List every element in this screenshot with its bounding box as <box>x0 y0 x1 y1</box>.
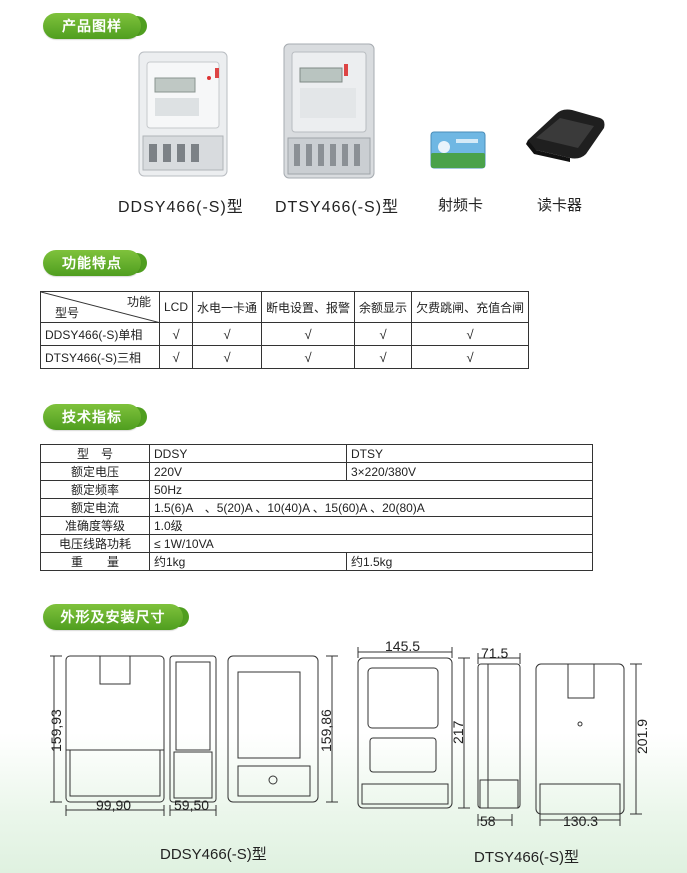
background-gradient <box>0 733 687 873</box>
dim-ddsy-height: 159,93 <box>48 709 64 752</box>
ddsy-dimension-drawing <box>50 655 338 816</box>
drawing-caption-dtsy: DTSY466(-S)型 <box>474 849 580 866</box>
table-row: 电压线路功耗 ≤ 1W/10VA <box>40 534 593 553</box>
spec-value-dtsy: 约1.5kg <box>346 552 593 571</box>
spec-value: 50Hz <box>149 480 593 499</box>
table-row: DTSY466(-S)三相 √ √ √ √ √ <box>40 345 530 369</box>
spec-value: 1.0级 <box>149 516 593 535</box>
single-phase-meter-photo <box>138 51 228 177</box>
dim-ddsy-depth: 59,50 <box>174 797 210 813</box>
check-mark: √ <box>354 345 413 369</box>
table-row: 额定电流 1.5(6)A 、5(20)A 、10(40)A 、15(60)A 、… <box>40 498 593 517</box>
feature-table: 功能 型号 LCD 水电一卡通 断电设置、报警 余额显示 欠费跳闸、充值合闸 D… <box>40 291 530 369</box>
product-caption-rf-card: 射频卡 <box>438 197 484 214</box>
dtsy-dimension-drawing <box>357 647 642 826</box>
table-row: 准确度等级 1.0级 <box>40 516 593 535</box>
dim-dtsy-back-width: 130.3 <box>563 813 599 829</box>
spec-label: 额定电流 <box>40 498 150 517</box>
feature-col-trip-recharge: 欠费跳闸、充值合闸 <box>411 291 530 323</box>
feature-col-lcd: LCD <box>158 291 194 323</box>
diagonal-line <box>41 292 161 323</box>
three-phase-meter-photo <box>283 43 375 179</box>
check-mark: √ <box>158 322 194 346</box>
corner-label-function: 功能 <box>126 295 151 309</box>
dim-dtsy-width: 145.5 <box>385 638 421 654</box>
spec-value-ddsy: 220V <box>149 462 347 481</box>
spec-value-dtsy: 3×220/380V <box>346 462 593 481</box>
table-row: 重 量 约1kg 约1.5kg <box>40 552 593 571</box>
feature-corner-cell: 功能 型号 <box>40 291 161 323</box>
feature-col-water-electric: 水电一卡通 <box>192 291 263 323</box>
table-row: DDSY466(-S)单相 √ √ √ √ √ <box>40 322 530 346</box>
check-mark: √ <box>261 322 356 346</box>
feature-col-balance: 余额显示 <box>354 291 413 323</box>
feature-model-ddsy: DDSY466(-S)单相 <box>40 322 160 346</box>
spec-value-dtsy: DTSY <box>346 444 593 463</box>
check-mark: √ <box>261 345 356 369</box>
section-title-features: 功能特点 <box>43 250 147 276</box>
spec-label: 额定电压 <box>40 462 150 481</box>
spec-value-ddsy: 约1kg <box>149 552 347 571</box>
spec-label: 额定频率 <box>40 480 150 499</box>
spec-table: 型 号 DDSY DTSY 额定电压 220V 3×220/380V 额定频率 … <box>40 444 593 571</box>
spec-label: 型 号 <box>40 444 150 463</box>
table-row: 额定频率 50Hz <box>40 480 593 499</box>
dim-ddsy-side-height: 159,86 <box>318 709 334 752</box>
spec-value-ddsy: DDSY <box>149 444 347 463</box>
feature-header-row: 功能 型号 LCD 水电一卡通 断电设置、报警 余额显示 欠费跳闸、充值合闸 <box>40 291 530 323</box>
dim-dtsy-depth-top: 71.5 <box>481 645 509 661</box>
section-title-dimensions: 外形及安装尺寸 <box>43 604 189 630</box>
check-mark: √ <box>158 345 194 369</box>
dim-ddsy-width: 99,90 <box>96 797 132 813</box>
dim-dtsy-back-height: 201.9 <box>634 718 650 754</box>
check-mark: √ <box>354 322 413 346</box>
dim-dtsy-height: 217 <box>450 720 466 744</box>
product-caption-ddsy: DDSY466(-S)型 <box>118 199 244 216</box>
check-mark: √ <box>192 322 263 346</box>
card-reader-photo <box>526 109 605 162</box>
spec-value: ≤ 1W/10VA <box>149 534 593 553</box>
dim-dtsy-depth: 58 <box>480 813 496 829</box>
section-title-product-images: 产品图样 <box>43 13 147 39</box>
table-row: 型 号 DDSY DTSY <box>40 444 593 463</box>
section-title-specs: 技术指标 <box>43 404 147 430</box>
check-mark: √ <box>411 345 530 369</box>
rf-card-photo <box>430 131 486 169</box>
feature-col-cutoff-alarm: 断电设置、报警 <box>261 291 356 323</box>
spec-label: 准确度等级 <box>40 516 150 535</box>
product-caption-dtsy: DTSY466(-S)型 <box>275 199 400 216</box>
table-row: 额定电压 220V 3×220/380V <box>40 462 593 481</box>
spec-label: 电压线路功耗 <box>40 534 150 553</box>
spec-label: 重 量 <box>40 552 150 571</box>
spec-value: 1.5(6)A 、5(20)A 、10(40)A 、15(60)A 、20(80… <box>149 498 593 517</box>
drawing-caption-ddsy: DDSY466(-S)型 <box>160 846 267 863</box>
corner-label-model: 型号 <box>55 306 80 320</box>
check-mark: √ <box>192 345 263 369</box>
feature-model-dtsy: DTSY466(-S)三相 <box>40 345 160 369</box>
check-mark: √ <box>411 322 530 346</box>
product-caption-card-reader: 读卡器 <box>537 197 583 214</box>
